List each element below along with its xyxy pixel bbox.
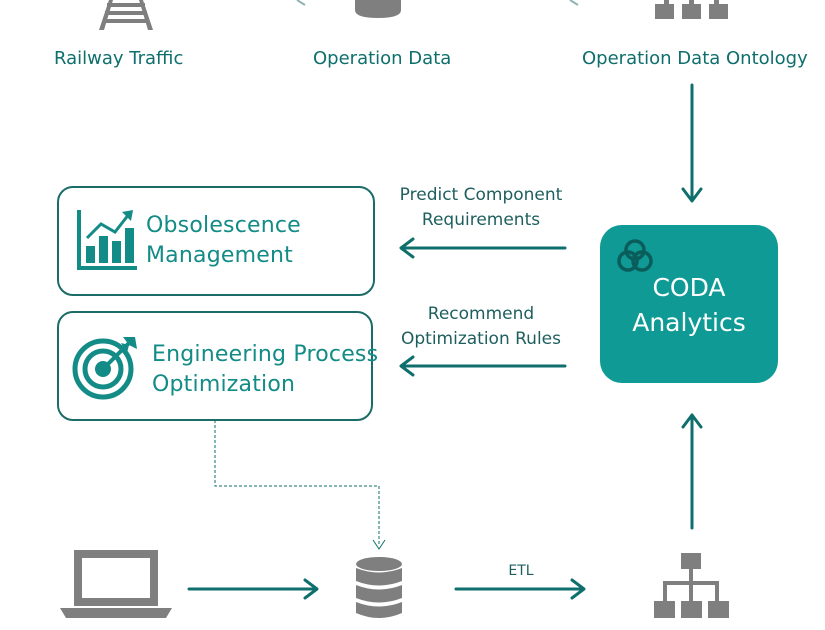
obsolescence-line2: Management	[146, 243, 293, 268]
engineering-title: Engineering Process Optimization	[152, 340, 378, 400]
etl-label: ETL	[508, 563, 534, 579]
engineering-process-box: Engineering Process Optimization	[57, 311, 378, 421]
target-icon	[72, 337, 137, 400]
predict-label: Predict Component Requirements	[396, 183, 566, 233]
bar-chart-icon	[77, 210, 137, 270]
engineering-line2: Optimization	[152, 372, 296, 397]
database-icon	[355, 0, 401, 18]
database-icon	[356, 557, 402, 618]
engineering-line1: Engineering Process	[152, 342, 379, 367]
obsolescence-line1: Obsolescence	[146, 213, 301, 238]
coda-line2: Analytics	[632, 308, 746, 337]
coda-title: CODA Analytics	[600, 270, 778, 340]
recommend-label-line2: Optimization Rules	[400, 329, 561, 349]
venn-icon	[617, 239, 653, 272]
predict-label-line1: Predict Component	[399, 185, 563, 205]
hierarchy-icon	[655, 0, 728, 19]
railway-traffic-label: Railway Traffic	[54, 48, 184, 69]
railway-track-icon	[99, 0, 153, 30]
operation-data-label: Operation Data	[313, 48, 452, 69]
recommend-label: Recommend Optimization Rules	[396, 302, 566, 352]
top-arrow-fragment	[569, 0, 579, 6]
top-arrow-fragment	[296, 0, 306, 6]
operation-data-ontology-label: Operation Data Ontology	[582, 48, 808, 69]
obsolescence-title: Obsolescence Management	[146, 211, 301, 271]
laptop-icon	[60, 550, 172, 618]
recommend-label-line1: Recommend	[427, 304, 535, 324]
predict-label-line2: Requirements	[421, 210, 541, 230]
hierarchy-icon	[654, 553, 729, 618]
coda-analytics-box: CODA Analytics	[600, 225, 778, 383]
obsolescence-management-box: Obsolescence Management	[57, 186, 375, 296]
coda-line1: CODA	[652, 273, 726, 302]
